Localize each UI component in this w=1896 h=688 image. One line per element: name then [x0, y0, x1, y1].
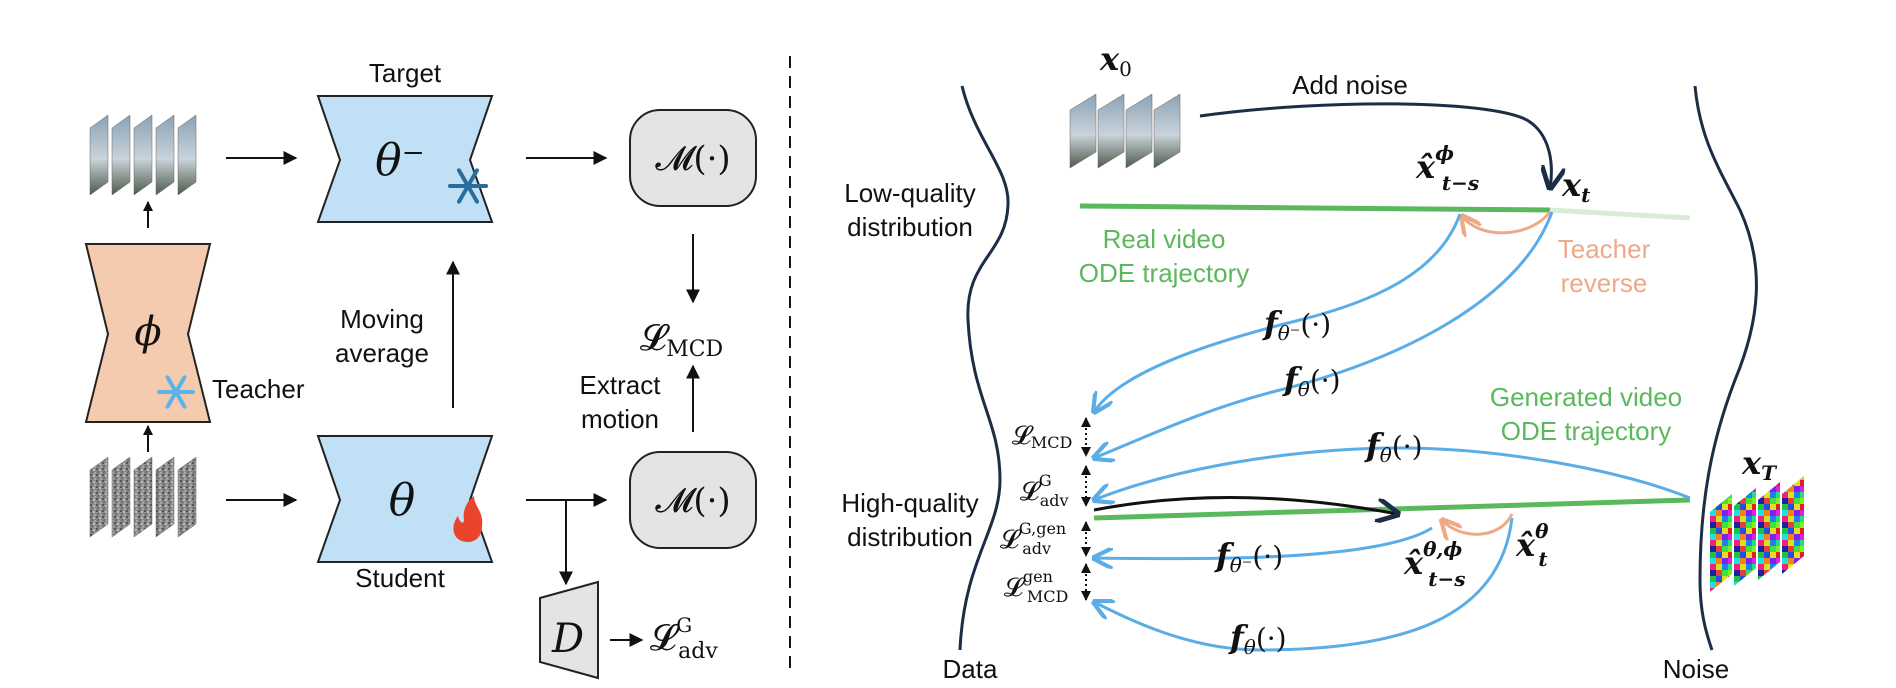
discriminator-symbol: D [551, 616, 584, 662]
high-quality-label-2: distribution [847, 522, 973, 552]
x0-video-frames [1069, 93, 1181, 169]
generated-video-label: Generated video [1490, 382, 1682, 412]
f-theta-arrow-upper [1094, 211, 1554, 458]
teacher-network [84, 243, 212, 423]
data-distribution-curve [958, 85, 1010, 651]
real-video-label: Real video [1103, 224, 1226, 254]
f-theta-label-upper: fθ(·) [1282, 360, 1341, 401]
student-generation-arrow [1093, 496, 1398, 514]
low-quality-label-2: distribution [847, 212, 973, 242]
f-theta-arrow-lower [1094, 517, 1514, 652]
fire-icon [453, 496, 483, 542]
discriminator [539, 580, 599, 680]
student-label: Student [355, 563, 445, 593]
motion-module-top [629, 109, 757, 207]
target-network [316, 95, 494, 223]
teacher-label: Teacher [212, 374, 305, 404]
student-symbol: θ [389, 475, 416, 526]
noise-label: Noise [1663, 654, 1729, 684]
extract-motion-label-2: motion [581, 404, 659, 434]
generated-video-trajectory [1093, 497, 1691, 521]
loss-mcd-right: 𝓛MCD [1012, 421, 1072, 452]
moving-average-label: Moving [340, 304, 424, 334]
x0-label: x0 [1099, 40, 1132, 81]
snowflake-icon [157, 375, 195, 409]
generated-video-label-2: ODE trajectory [1501, 416, 1672, 446]
add-noise-label: Add noise [1292, 70, 1408, 100]
data-label: Data [943, 654, 998, 684]
motion-module-bottom [629, 451, 757, 549]
teacher-symbol: ϕ [134, 309, 161, 355]
xT-noise-frames [1710, 476, 1804, 592]
noise-distribution-curve [1693, 85, 1758, 651]
f-theta-minus-arrow-lower [1094, 526, 1433, 559]
xT-label: xT [1741, 444, 1778, 485]
real-video-label-2: ODE trajectory [1079, 258, 1250, 288]
motion-module-bottom-label: 𝓜(·) [655, 481, 730, 521]
real-video-trajectory [1079, 203, 1551, 213]
f-theta-label-lower: fθ(·) [1228, 618, 1287, 659]
bottom-noise-frames [89, 456, 197, 538]
f-theta-minus-label-lower: fθ⁻(·) [1214, 536, 1283, 577]
target-label: Target [369, 58, 442, 88]
f-theta-label-mid: fθ(·) [1364, 426, 1423, 467]
f-theta-arrow-noise [1094, 446, 1691, 500]
motion-module-top-label: 𝓜(·) [655, 139, 730, 179]
low-quality-label: Low-quality [844, 178, 976, 208]
extract-motion-label: Extract [580, 370, 662, 400]
moving-average-label-2: average [335, 338, 429, 368]
add-noise-arrow [1199, 102, 1551, 188]
f-theta-minus-label-upper: fθ⁻(·) [1262, 304, 1331, 345]
teacher-reverse-label-2: reverse [1561, 268, 1648, 298]
snowflake-icon [448, 168, 488, 204]
teacher-reverse-label: Teacher [1558, 234, 1651, 264]
f-theta-minus-arrow-upper [1094, 213, 1462, 412]
xt-label: xt [1561, 166, 1591, 207]
teacher-reverse-arrow-generated [1442, 513, 1514, 534]
target-symbol: θ⁻ [375, 135, 425, 186]
student-network [316, 435, 494, 563]
teacher-reverse-arrow [1462, 212, 1552, 233]
loss-mcd-left: 𝓛MCD [640, 318, 723, 362]
real-video-trajectory-faded [1549, 207, 1691, 221]
high-quality-label: High-quality [841, 488, 978, 518]
top-video-frames [89, 114, 197, 196]
